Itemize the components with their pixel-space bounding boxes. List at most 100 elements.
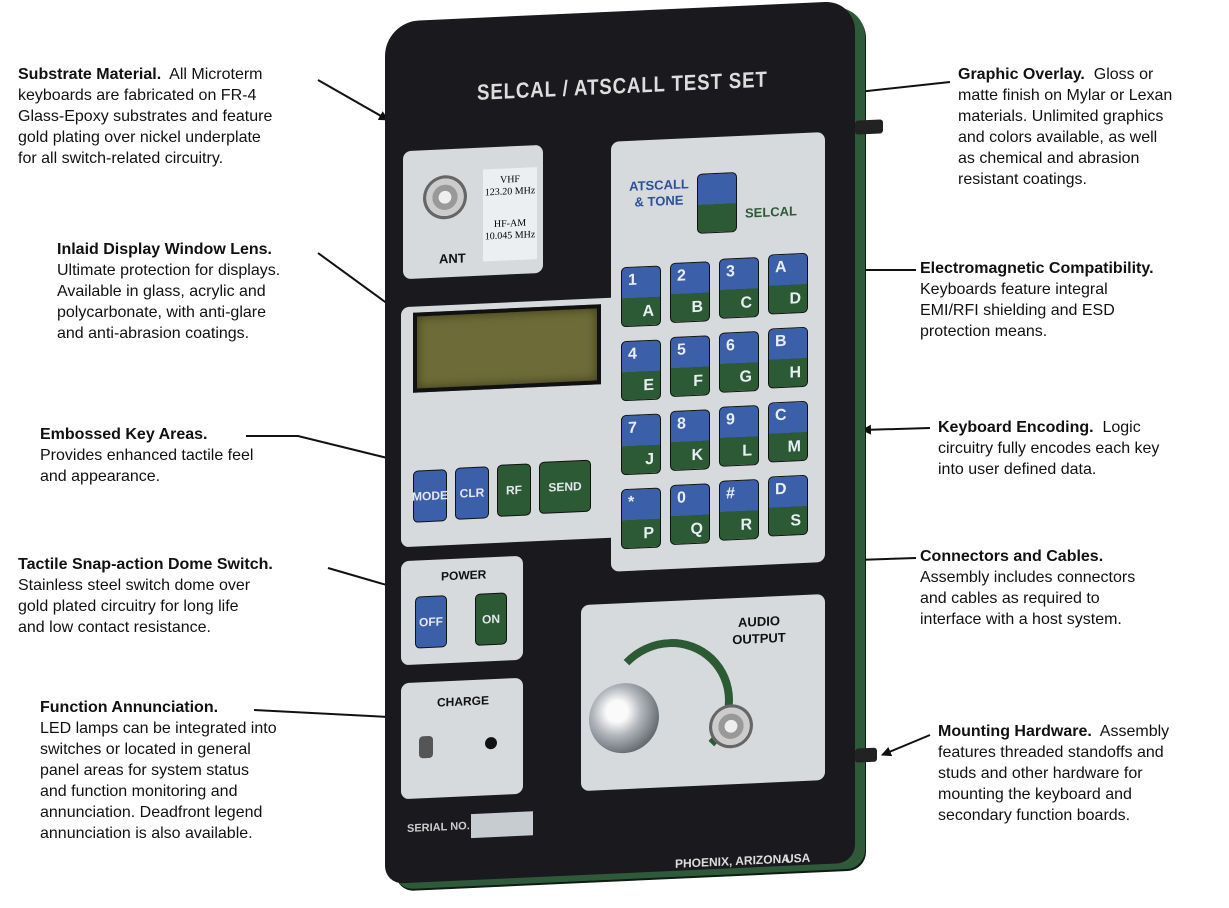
callout-overlay: Graphic Overlay. Gloss or matte finish o…	[958, 64, 1226, 190]
key-primary-label: 0	[677, 489, 686, 507]
callout-line: for all switch-related circuitry.	[18, 150, 224, 167]
key-primary-label: 4	[628, 345, 637, 363]
callout-line: as chemical and abrasion	[958, 150, 1140, 167]
key-secondary-label: D	[789, 290, 801, 308]
callout-connectors: Connectors and Cables. Assembly includes…	[920, 546, 1210, 630]
vhf-frequency: 123.20 MHz	[484, 185, 536, 199]
key-secondary-label: F	[693, 372, 703, 391]
charge-label: CHARGE	[437, 693, 490, 710]
function-button-send[interactable]: SEND	[539, 459, 591, 515]
callout-title: Graphic Overlay.	[958, 66, 1085, 83]
function-button-clr[interactable]: CLR	[455, 466, 489, 520]
callout-lead: Gloss or	[1093, 66, 1154, 83]
callout-substrate: Substrate Material. All Microterm keyboa…	[18, 64, 338, 169]
serial-number-box	[471, 811, 533, 839]
callout-lead: All Microterm	[169, 66, 263, 83]
callout-title: Electromagnetic Compatibility.	[920, 260, 1154, 277]
callout-line: features threaded standoffs and	[938, 744, 1164, 761]
callout-line: mounting the keyboard and	[938, 786, 1132, 803]
callout-lead: Logic	[1102, 419, 1141, 436]
function-button-label: SEND	[548, 479, 582, 495]
callout-line: secondary function boards.	[938, 807, 1131, 824]
audio-connector	[709, 703, 753, 750]
arrow-encoding	[861, 424, 931, 435]
key-secondary-label: L	[742, 442, 752, 460]
antenna-plate: ANT VHF 123.20 MHz HF-AM 10.045 MHz	[403, 144, 543, 280]
mounting-stud	[855, 119, 883, 135]
key-secondary-label: B	[691, 298, 703, 317]
key-primary-label: 7	[628, 419, 637, 437]
atscall-selcal-key[interactable]	[697, 172, 737, 234]
charge-jack[interactable]	[419, 735, 433, 759]
key-secondary-label: P	[643, 524, 654, 543]
callout-line: Keyboards feature integral	[920, 281, 1108, 298]
callout-title: Embossed Key Areas.	[40, 426, 208, 443]
key-primary-label: #	[726, 485, 735, 503]
frequency-card: VHF 123.20 MHz HF-AM 10.045 MHz	[483, 167, 537, 262]
key-primary-label: 3	[726, 263, 735, 281]
callout-title: Tactile Snap-action Dome Switch.	[18, 556, 273, 573]
key-secondary-label: S	[790, 512, 801, 530]
callout-emc: Electromagnetic Compatibility. Keyboards…	[920, 258, 1225, 342]
callout-line: into user defined data.	[938, 461, 1097, 478]
mounting-stud	[855, 747, 877, 763]
panel-title: SELCAL / ATSCALL TEST SET	[477, 66, 768, 105]
serial-label: SERIAL NO.	[407, 820, 470, 836]
key-primary-label: D	[775, 480, 787, 499]
atscall-label: ATSCALL & TONE	[629, 176, 689, 210]
function-button-label: MODE	[412, 488, 448, 504]
key-primary-label: 6	[726, 337, 735, 355]
power-label: POWER	[441, 567, 487, 584]
callout-embossed: Embossed Key Areas. Provides enhanced ta…	[40, 424, 320, 487]
key-secondary-label: M	[787, 438, 801, 456]
key-secondary-label: Q	[690, 520, 703, 539]
function-button-mode[interactable]: MODE	[412, 469, 448, 523]
callout-mounting: Mounting Hardware. Assembly features thr…	[938, 721, 1226, 826]
key-secondary-label: G	[739, 368, 752, 386]
callout-line: EMI/RFI shielding and ESD	[920, 302, 1115, 319]
callout-line: polycarbonate, with anti-glare	[57, 304, 267, 321]
charge-plate: CHARGE	[401, 677, 523, 800]
callout-line: switches or located in general	[40, 741, 251, 758]
keypad-key[interactable]: *P	[621, 487, 661, 550]
off-label: OFF	[419, 614, 443, 630]
country-label: USA	[785, 850, 811, 866]
callout-line: interface with a host system.	[920, 611, 1122, 628]
callout-line: and colors available, as well	[958, 129, 1158, 146]
callout-line: matte finish on Mylar or Lexan	[958, 87, 1173, 104]
callout-line: keyboards are fabricated on FR-4	[18, 87, 257, 104]
key-primary-label: 1	[628, 271, 637, 289]
callout-title: Keyboard Encoding.	[938, 419, 1094, 436]
callout-display: Inlaid Display Window Lens. Ultimate pro…	[57, 239, 347, 344]
callout-tactile: Tactile Snap-action Dome Switch. Stainle…	[18, 554, 338, 638]
on-button[interactable]: ON	[475, 592, 507, 646]
key-secondary-label: J	[645, 450, 654, 469]
keypad-key[interactable]: #R	[719, 479, 759, 541]
function-button-label: RF	[506, 482, 522, 498]
key-secondary-label: A	[642, 302, 654, 321]
audio-output-label: AUDIO OUTPUT	[732, 613, 786, 648]
key-primary-label: C	[775, 406, 787, 425]
callout-line: resistant coatings.	[958, 171, 1087, 188]
off-button[interactable]: OFF	[415, 595, 447, 649]
display-window	[413, 304, 601, 393]
callout-line: gold plated circuitry for long life	[18, 598, 239, 615]
callout-line: Glass-Epoxy substrates and feature	[18, 108, 273, 125]
key-primary-label: *	[628, 493, 635, 511]
function-button-rf[interactable]: RF	[497, 463, 531, 517]
